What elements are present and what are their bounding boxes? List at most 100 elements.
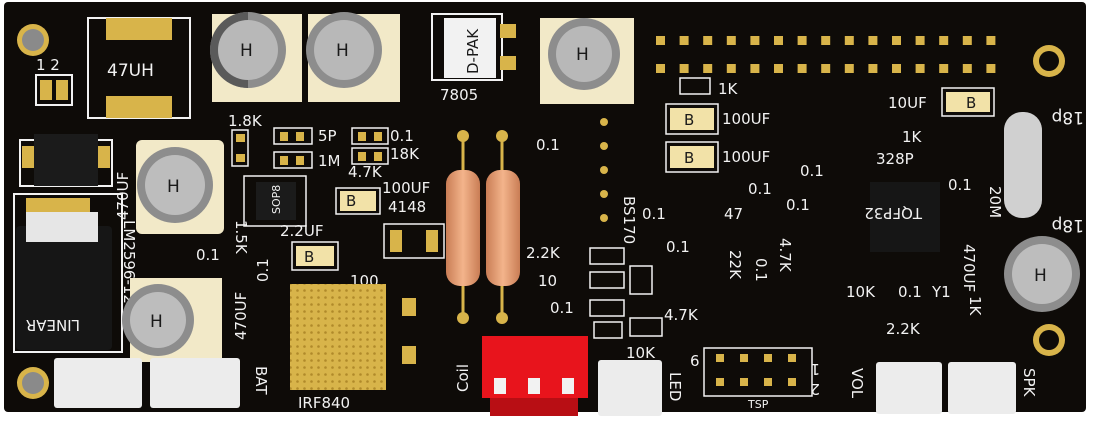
header-pin (679, 36, 689, 45)
electrolytic-cap-1 (210, 12, 302, 102)
header-pin (915, 64, 925, 73)
label-y1: Y1 (931, 283, 951, 301)
label-4148: 4148 (388, 198, 426, 216)
electrolytic-cap-470-c (1004, 236, 1080, 312)
label-10k-a: 10K (626, 344, 656, 362)
label-47uh: 47UH (107, 61, 154, 81)
label-2k2-a: 2.2K (526, 244, 561, 262)
cap3-mark: H (576, 45, 589, 65)
header-pin (939, 64, 949, 73)
label-1k-c: 1K (966, 296, 984, 317)
tant-e-mark: B (966, 94, 976, 112)
crystal-20m (1004, 112, 1042, 218)
label-470uf-b: 470UF (232, 292, 250, 340)
label-18k: 18K (390, 145, 420, 163)
label-tqfp32: TQFP32 (864, 204, 923, 222)
cap470b-mark: H (150, 312, 163, 332)
smd-parts (231, 127, 445, 271)
label-4k7-c: 4.7K (776, 238, 794, 273)
header-pin (679, 64, 689, 73)
label-10uf: 10UF (888, 94, 927, 112)
mounting-hole-tr (1033, 45, 1065, 77)
spk-connector (948, 362, 1016, 414)
label-1k-b: 1K (902, 128, 923, 146)
label-led: LED (666, 372, 684, 401)
via-column (600, 118, 608, 222)
header-pin (656, 36, 665, 45)
led-connector (598, 360, 662, 416)
header-pin (726, 64, 736, 73)
smd-middle (589, 247, 663, 339)
label-1m: 1M (318, 152, 341, 170)
header-pin (986, 36, 996, 45)
mcu-tqfp32 (870, 182, 940, 252)
label-tsp-6: 6 (690, 352, 700, 370)
label-1k5: 1.5K (232, 220, 250, 255)
header-pin (962, 64, 972, 73)
label-coil: Coil (454, 364, 472, 392)
header-pin (892, 64, 901, 73)
label-01-i: 0.1 (254, 258, 272, 282)
label-01-a: 0.1 (390, 127, 414, 145)
label-dpak: D-PAK (464, 28, 482, 74)
cap2-mark: H (336, 41, 349, 61)
label-100uf-b: 100UF (722, 110, 770, 128)
header-pin (868, 36, 878, 45)
label-18p-top: 18p (1052, 107, 1084, 127)
ic-lm2596 (13, 193, 123, 353)
label-spk: SPK (1020, 368, 1038, 398)
label-01-h: 0.1 (196, 246, 220, 264)
label-47: 47 (724, 205, 743, 223)
header-pin (962, 36, 972, 45)
header-pin (892, 36, 901, 45)
label-18p-bot: 18p (1052, 215, 1084, 235)
cap1-mark: H (240, 41, 253, 61)
header-pin (821, 64, 831, 73)
tant-d-mark: B (684, 149, 694, 167)
label-20m: 20M (986, 186, 1004, 218)
header-pin (703, 36, 713, 45)
so8-chip (243, 175, 307, 227)
label-01-j: 0.1 (550, 299, 574, 317)
tant-10uf (941, 87, 995, 117)
label-22k: 22K (726, 250, 744, 280)
electrolytic-cap-470-b (122, 278, 222, 362)
mounting-hole-bl (17, 367, 49, 399)
dpak-regulator (431, 13, 516, 81)
header-pin (750, 36, 760, 45)
jumper-12 (35, 74, 73, 106)
header-pin (797, 36, 807, 45)
label-2k2-b: 2.2K (886, 320, 921, 338)
label-2u2: 2.2UF (280, 222, 323, 240)
label-470uf-c: 470UF (960, 244, 978, 292)
electrolytic-cap-3 (540, 18, 634, 104)
header-pin (915, 36, 925, 45)
label-tsp-1: 1 (810, 360, 820, 378)
header-pin (844, 64, 854, 73)
sot-component (19, 134, 113, 187)
vol-connector (876, 362, 942, 414)
label-01-c: 0.1 (748, 180, 772, 198)
label-01-k: 0.1 (666, 238, 690, 256)
label-01-b: 0.1 (536, 136, 560, 154)
label-tsp: TSP (747, 398, 769, 411)
label-10: 10 (538, 272, 557, 290)
header-pin (774, 64, 783, 73)
coil-connector-red (482, 336, 588, 416)
label-328p: 328P (876, 150, 914, 168)
header-pin-row (656, 36, 996, 73)
mounting-hole-tl (17, 24, 49, 56)
header-pin (986, 64, 996, 73)
header-pin (939, 36, 949, 45)
label-100uf-a: 100UF (382, 179, 430, 197)
label-01-f: 0.1 (786, 196, 810, 214)
header-pin (656, 64, 665, 73)
board-pcb (4, 2, 1086, 412)
bat-connector (54, 358, 240, 408)
cap470c-mark: H (1034, 266, 1047, 286)
header-pin (844, 36, 854, 45)
power-resistors (446, 130, 520, 324)
tsp-header (703, 347, 813, 397)
header-pin (821, 36, 831, 45)
